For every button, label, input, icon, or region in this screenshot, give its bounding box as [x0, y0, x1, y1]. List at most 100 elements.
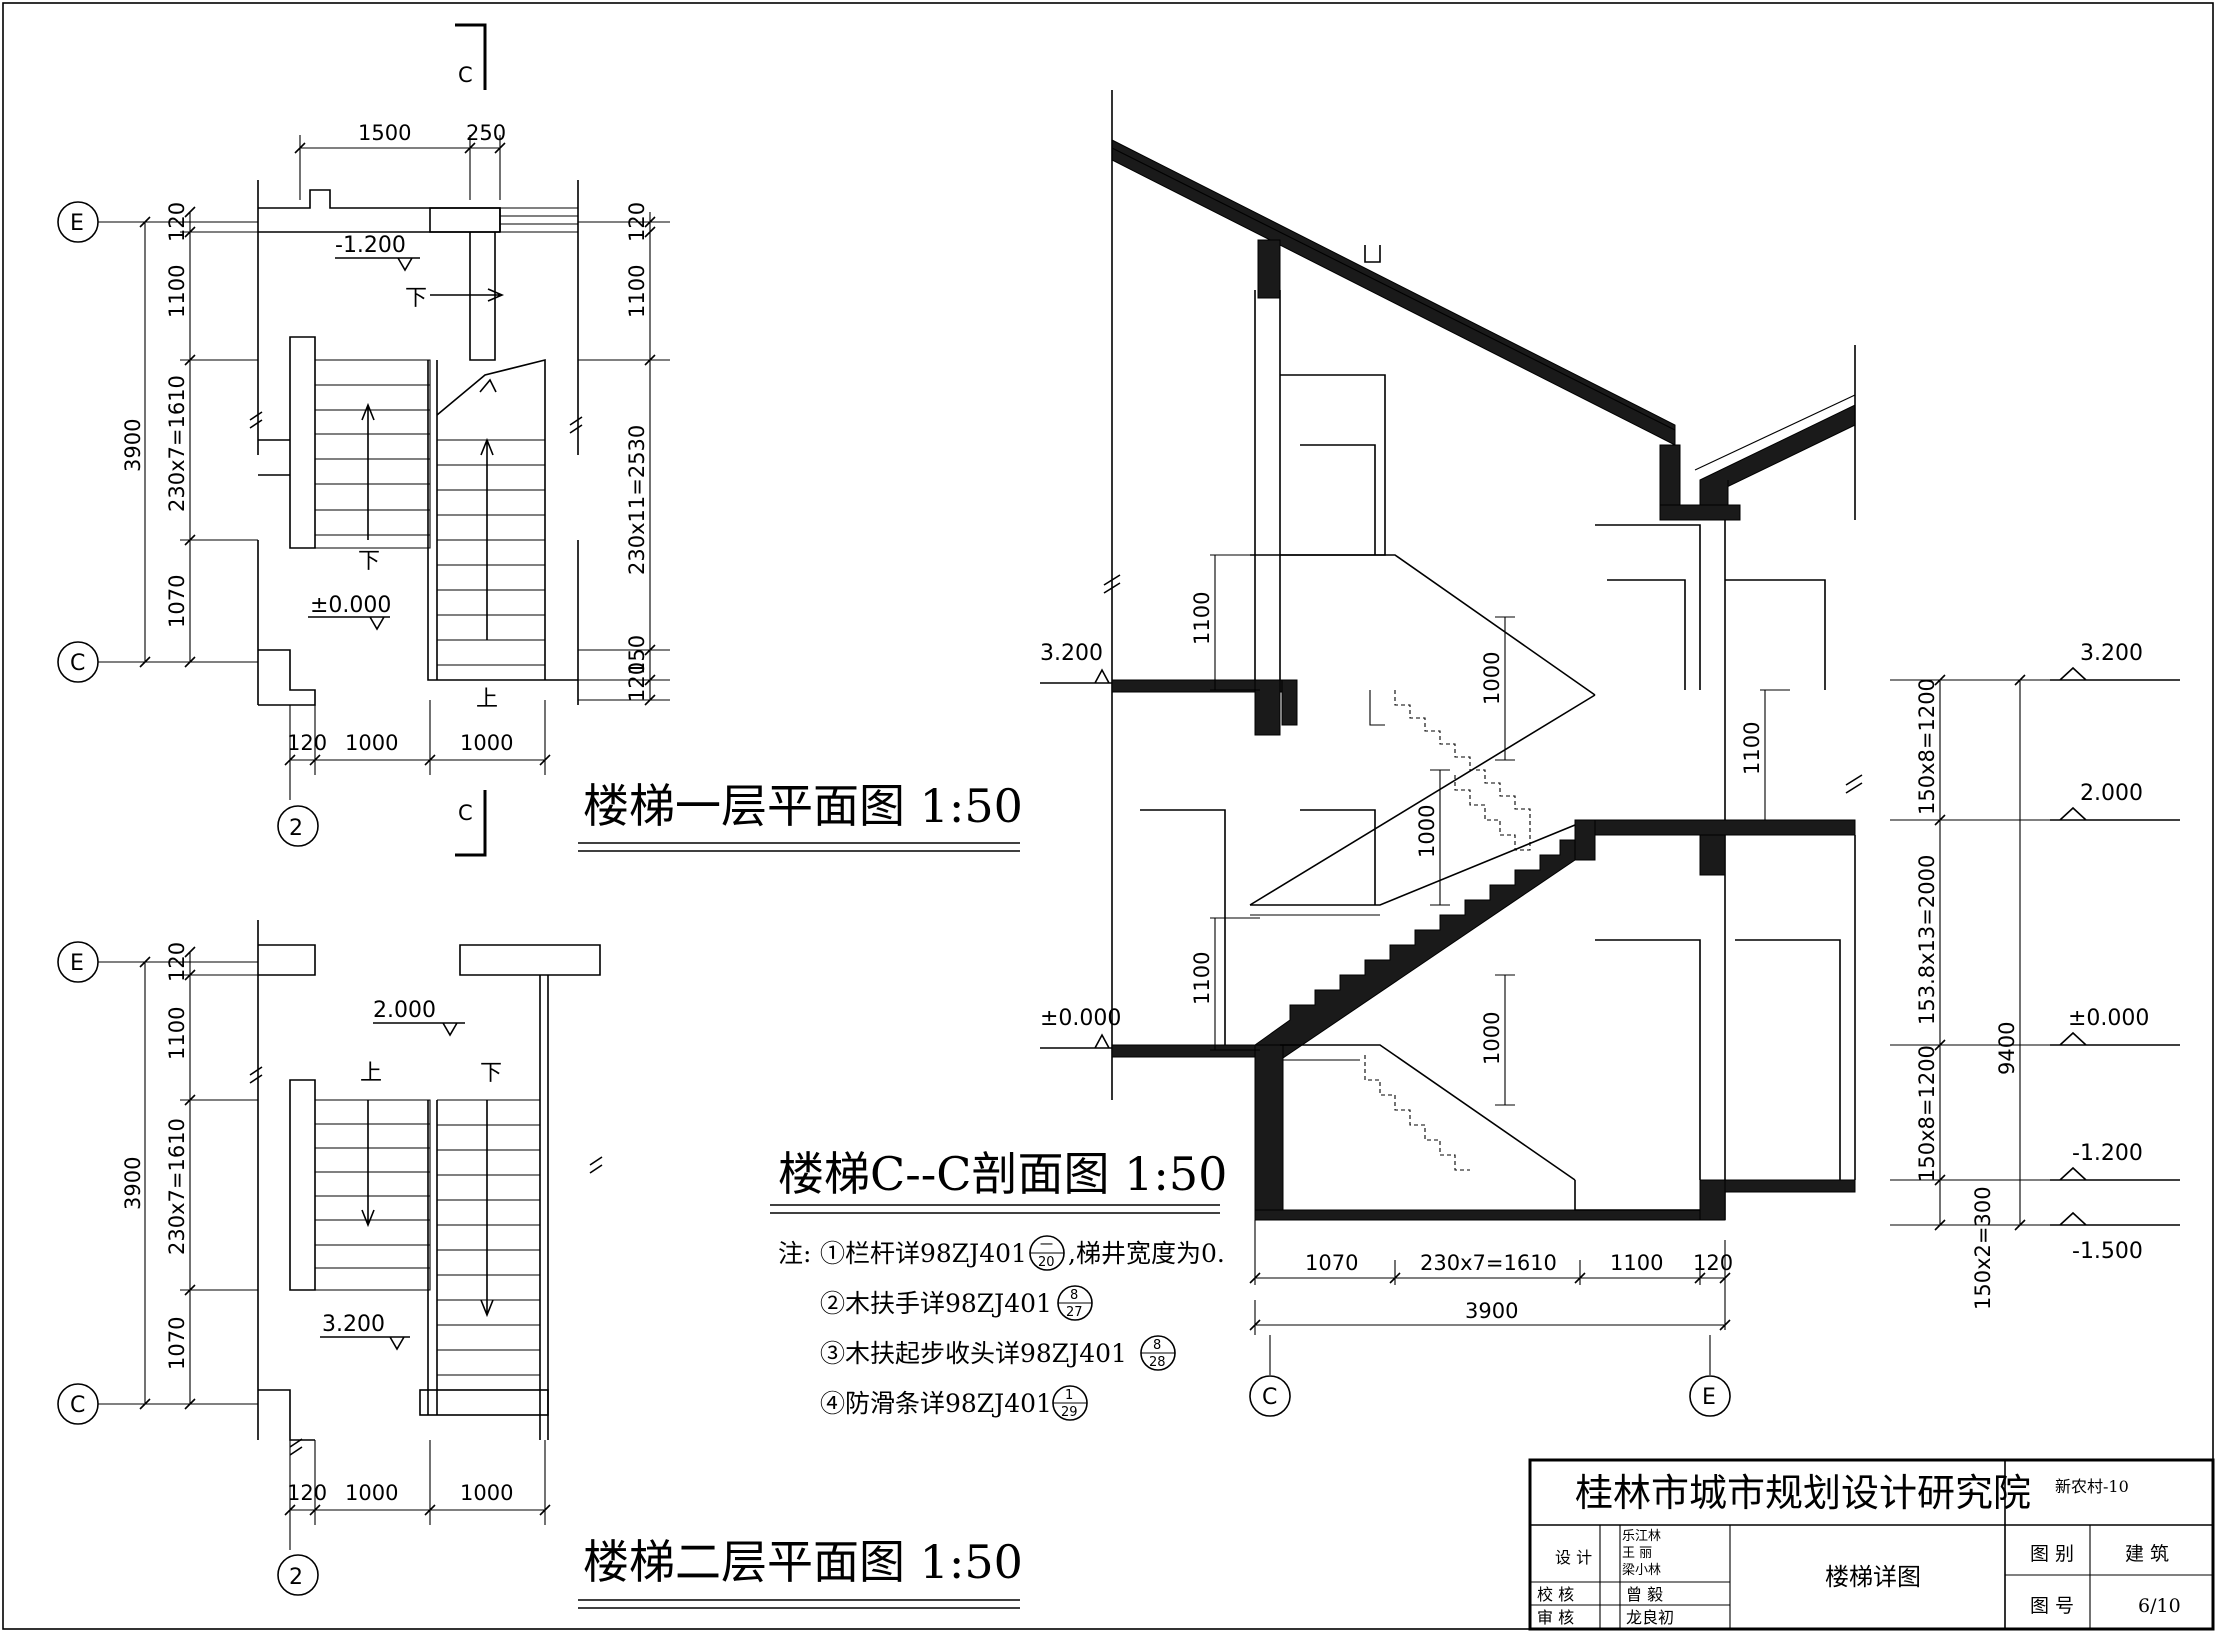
design-label: 设 计	[1555, 1548, 1592, 1567]
section-axis-c-label: C	[1262, 1385, 1277, 1410]
stair-section-cc: 3.200 ±0.000 1100 1000 1100 1000 1100 10…	[770, 90, 2180, 1417]
plan1-dim-top-1500: 1500	[358, 121, 411, 145]
plan1-dim-right-150: 150	[625, 635, 649, 675]
section-dim-bottom-1610: 230x7=1610	[1420, 1251, 1557, 1275]
note-2-ref-bottom: 27	[1066, 1305, 1083, 1320]
plan1-level-floor: ±0.000	[310, 593, 391, 618]
plan2-axis-c-label: C	[70, 1393, 85, 1418]
section-axis-e	[1689, 1375, 1731, 1417]
section-level-left-top: 3.200	[1040, 641, 1103, 666]
section-axis-c	[1249, 1375, 1291, 1417]
section-level-right-2000: 2.000	[2080, 781, 2143, 806]
plan1-up-label: 上	[476, 687, 498, 712]
plan1-dim-bottom-1000b: 1000	[460, 731, 513, 755]
plan1-axis-2	[277, 805, 319, 847]
reviewer-name: 龙良初	[1626, 1608, 1674, 1627]
section-axis-e-label: E	[1702, 1385, 1716, 1410]
section-dim-right-2000: 153.8x13=2000	[1915, 855, 1939, 1025]
plan1-dim-left-1610: 230x7=1610	[165, 375, 189, 512]
plan2-title: 楼梯二层平面图 1:50	[583, 1535, 1023, 1589]
project-code: 新农村-10	[2055, 1477, 2129, 1496]
section-level-right-0000: ±0.000	[2068, 1006, 2149, 1031]
plan1-down-label-2: 下	[358, 549, 380, 574]
plan1-axis-2-label: 2	[289, 816, 303, 841]
check-label: 校 核	[1537, 1585, 1574, 1604]
section-dim-1000-a: 1000	[1480, 652, 1504, 705]
note-4: ④防滑条详98ZJ401	[820, 1389, 1052, 1418]
section-level-left-bottom: ±0.000	[1040, 1006, 1121, 1031]
note-2: ②木扶手详98ZJ401	[820, 1289, 1052, 1318]
designer-3: 梁小林	[1622, 1563, 1661, 1578]
plan2-dim-left-1100: 1100	[165, 1007, 189, 1060]
plan1-dim-right-120: 120	[625, 202, 649, 242]
section-dim-1100-b: 1100	[1740, 722, 1764, 775]
section-dim-right-300: 150x2=300	[1971, 1186, 1995, 1310]
number-label: 图 号	[2030, 1595, 2074, 1617]
plan1-dim-bottom-120: 120	[287, 731, 327, 755]
plan2-axis-2	[277, 1554, 319, 1596]
note-2-ref-top: 8	[1070, 1288, 1078, 1303]
stair-plan-second-floor: 上 下 2.000 3.200 E C 2 3900 120 1100 230x…	[57, 920, 1023, 1609]
section-dim-bottom-1070: 1070	[1305, 1251, 1358, 1275]
plan2-dim-bottom-120: 120	[287, 1481, 327, 1505]
checker-name: 曾 毅	[1626, 1585, 1663, 1604]
plan1-dim-right-120-bottom: 120	[625, 662, 649, 702]
notes-prefix: 注:	[778, 1239, 811, 1268]
note-1: ①栏杆详98ZJ401	[820, 1239, 1027, 1268]
plan2-axis-e-label: E	[70, 951, 84, 976]
section-dim-right-total: 9400	[1995, 1022, 2019, 1075]
note-4-ref-bottom: 29	[1061, 1405, 1078, 1420]
plan1-axis-e-label: E	[70, 211, 84, 236]
plan2-dim-left-120: 120	[165, 942, 189, 982]
plan2-axis-2-label: 2	[289, 1565, 303, 1590]
section-dim-1000-b: 1000	[1415, 805, 1439, 858]
section-dim-bottom-120: 120	[1693, 1251, 1733, 1275]
plan1-dim-left-120: 120	[165, 202, 189, 242]
plan2-dim-total: 3900	[121, 1157, 145, 1210]
designer-1: 乐江林	[1622, 1529, 1661, 1544]
institute-name: 桂林市城市规划设计研究院	[1575, 1471, 2031, 1515]
section-dim-bottom-1100: 1100	[1610, 1251, 1663, 1275]
plan2-dim-bottom-1000b: 1000	[460, 1481, 513, 1505]
note-3-ref-top: 8	[1153, 1338, 1161, 1353]
plan2-level-top: 2.000	[373, 998, 436, 1023]
title-block: 桂林市城市规划设计研究院 新农村-10 设 计 乐江林 王 丽 梁小林 校 核 …	[1528, 1458, 2215, 1631]
plan1-dim-left-1070: 1070	[165, 575, 189, 628]
sheet-number: 6/10	[2138, 1595, 2181, 1617]
section-title: 楼梯C--C剖面图 1:50	[778, 1147, 1227, 1201]
section-mark-top	[455, 23, 487, 90]
plan1-dim-right-2530: 230x11=2530	[625, 425, 649, 575]
section-dim-1000-c: 1000	[1480, 1012, 1504, 1065]
section-dim-right-1200-bottom: 150x8=1200	[1915, 1045, 1939, 1182]
plan2-down-label: 下	[480, 1061, 502, 1086]
plan1-level-landing: -1.200	[335, 233, 406, 258]
review-label: 审 核	[1537, 1608, 1574, 1627]
note-1-ref-bottom: 20	[1038, 1255, 1055, 1270]
note-1-tail: ,梯井宽度为0.	[1068, 1239, 1225, 1268]
section-mark-bottom-label: C	[458, 801, 473, 825]
section-dim-1100-a: 1100	[1190, 592, 1214, 645]
note-1-ref-top: 一	[1040, 1238, 1053, 1253]
note-3: ③木扶起步收头详98ZJ401	[820, 1339, 1127, 1368]
plan2-dim-bottom-1000a: 1000	[345, 1481, 398, 1505]
plan2-up-label: 上	[360, 1061, 382, 1086]
section-dim-1100-c: 1100	[1190, 952, 1214, 1005]
plan1-down-label-1: 下	[405, 286, 427, 311]
plan1-axis-c-label: C	[70, 651, 85, 676]
note-4-ref-top: 1	[1065, 1388, 1073, 1403]
plan2-dim-left-1610: 230x7=1610	[165, 1118, 189, 1255]
plan1-dim-total: 3900	[121, 419, 145, 472]
plan1-dim-left-1100: 1100	[165, 265, 189, 318]
plan1-title: 楼梯一层平面图 1:50	[583, 779, 1023, 833]
plan1-dim-top-250: 250	[466, 121, 506, 145]
section-level-right-1200: -1.200	[2072, 1141, 2143, 1166]
plan2-dim-left-1070: 1070	[165, 1317, 189, 1370]
designer-2: 王 丽	[1622, 1546, 1652, 1561]
note-3-ref-bottom: 28	[1149, 1355, 1166, 1370]
stair-plan-first-floor: C C 1500 250 -1.200 ±0.000	[57, 23, 1023, 857]
notes: 注: ①栏杆详98ZJ401 一 20 ,梯井宽度为0. ②木扶手详98ZJ40…	[778, 1235, 1225, 1421]
plan1-dim-bottom-1000a: 1000	[345, 731, 398, 755]
section-level-right-3200: 3.200	[2080, 641, 2143, 666]
